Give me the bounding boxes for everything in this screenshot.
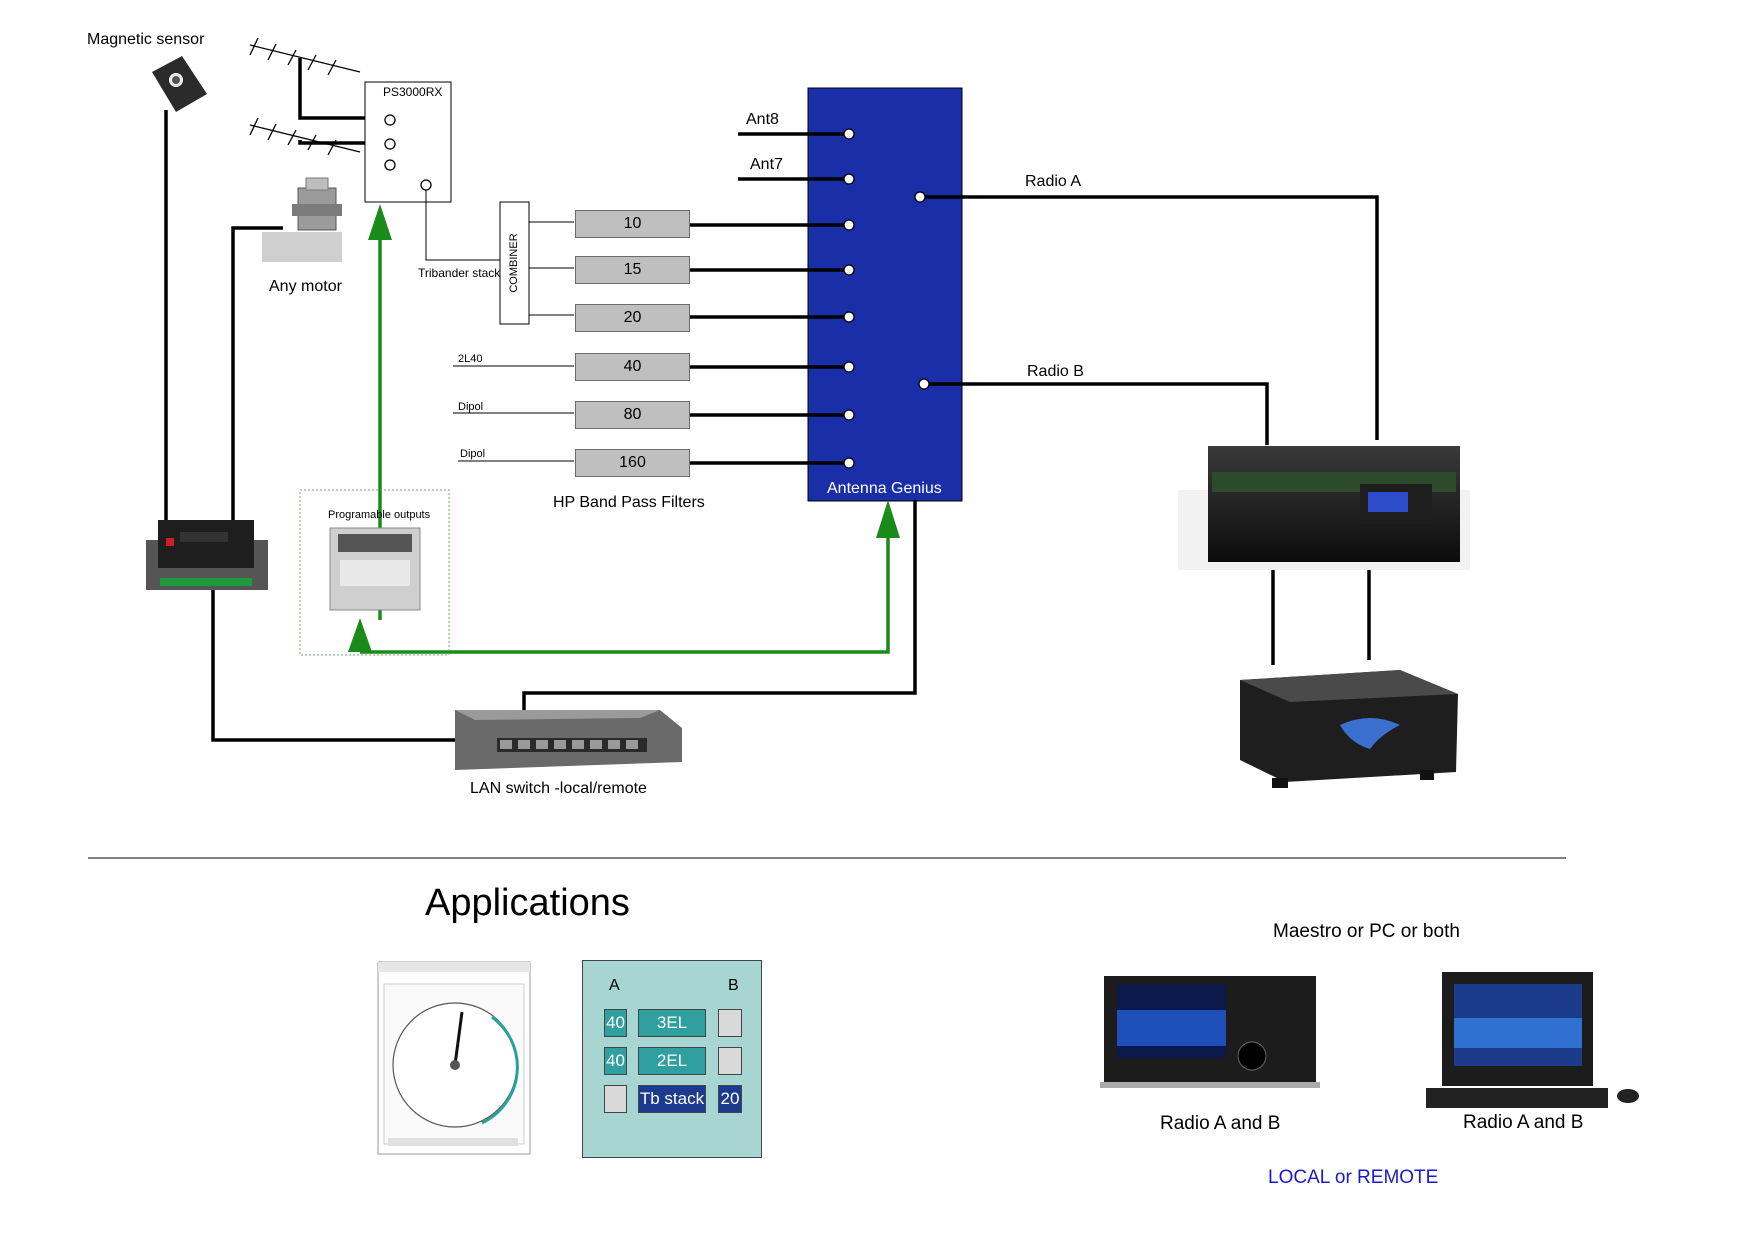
lan-switch-image	[455, 710, 682, 770]
local-or-remote-label: LOCAL or REMOTE	[1268, 1167, 1439, 1188]
row2-antenna-button[interactable]: 2EL	[638, 1047, 706, 1075]
rotator-app-screenshot	[377, 961, 531, 1155]
applications-title: Applications	[425, 882, 630, 924]
pc-image	[1426, 972, 1639, 1108]
power-supply-image	[1178, 446, 1470, 570]
filter-40: 40	[575, 353, 690, 381]
filter-20: 20	[575, 304, 690, 332]
antenna-genius-box	[807, 87, 963, 502]
maestro-image	[1100, 976, 1320, 1088]
ant7-label: Ant7	[750, 156, 783, 173]
output-module-image	[329, 527, 421, 611]
row2-b-button[interactable]	[718, 1047, 742, 1075]
panel-col-b: B	[728, 977, 739, 994]
radio-b-label: Radio B	[1027, 363, 1084, 380]
magnetic-sensor-image	[152, 56, 207, 112]
antenna-switch-panel: A B 40 3EL 40 2EL Tb stack 20	[582, 960, 762, 1158]
amplifier-image	[1240, 670, 1458, 788]
magnetic-sensor-label: Magnetic sensor	[87, 31, 205, 48]
ps3000rx-box	[364, 81, 452, 203]
row1-b-button[interactable]	[718, 1009, 742, 1037]
dipol-80-label: Dipol	[458, 401, 484, 413]
row3-a-button[interactable]	[604, 1085, 627, 1113]
row1-antenna-button[interactable]: 3EL	[638, 1009, 706, 1037]
row3-antenna-button[interactable]: Tb stack	[638, 1085, 706, 1113]
filter-15: 15	[575, 256, 690, 284]
yagi-antenna-icon	[249, 37, 361, 156]
row2-a-button[interactable]: 40	[604, 1047, 627, 1075]
motor-image	[262, 177, 342, 262]
radio-a-label: Radio A	[1025, 173, 1082, 190]
maestro-or-pc-label: Maestro or PC or both	[1273, 921, 1460, 942]
any-motor-label: Any motor	[269, 278, 342, 295]
lan-switch-label: LAN switch -local/remote	[470, 780, 647, 797]
radio-a-and-b-label-1: Radio A and B	[1160, 1113, 1281, 1134]
filter-80: 80	[575, 401, 690, 429]
filter-160: 160	[575, 449, 690, 477]
ant8-label: Ant8	[746, 111, 779, 128]
2l40-label: 2L40	[458, 353, 483, 365]
hp-band-pass-filters-label: HP Band Pass Filters	[553, 494, 705, 511]
combiner-box	[499, 201, 530, 325]
panel-col-a: A	[609, 977, 620, 994]
combiner-label: COMBINER	[508, 233, 520, 293]
ps3000rx-label: PS3000RX	[383, 85, 443, 99]
row3-b-button[interactable]: 20	[718, 1085, 742, 1113]
radio-a-and-b-label-2: Radio A and B	[1463, 1112, 1584, 1133]
filter-10: 10	[575, 210, 690, 238]
tribander-stack-label: Tribander stack	[418, 266, 501, 280]
antenna-genius-label: Antenna Genius	[827, 480, 942, 497]
dipol-160-label: Dipol	[460, 448, 486, 460]
controller-image	[146, 520, 268, 590]
programable-outputs-label: Programable outputs	[328, 509, 431, 521]
row1-a-button[interactable]: 40	[604, 1009, 627, 1037]
